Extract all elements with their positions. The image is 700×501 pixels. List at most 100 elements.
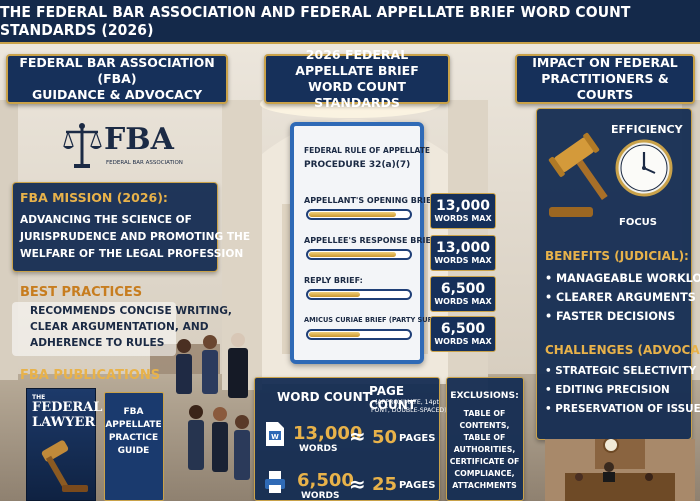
word-count-header: WORD COUNT: [277, 390, 371, 404]
focus-label: FOCUS: [619, 217, 657, 228]
challenge-item-3-text: PRESERVATION OF ISSUES: [555, 403, 700, 415]
row2-pages: 25: [372, 474, 398, 495]
exclusion-line-5: CERTIFICATE OF: [449, 457, 520, 466]
middle-column-header: 2026 FEDERAL APPELLATE BRIEF WORD COUNT …: [264, 47, 450, 110]
word-page-count-panel: WORD COUNT PAGE COUNT (APPROXIMATE, 14pt…: [254, 377, 449, 501]
benefit-item-3-text: FASTER DECISIONS: [556, 310, 676, 323]
left-column-header: FEDERAL BAR ASSOCIATION (FBA) GUIDANCE &…: [6, 54, 228, 104]
fba-logo-subtitle: FEDERAL BAR ASSOCIATION: [106, 160, 183, 166]
document-icon: W: [266, 422, 284, 446]
word-max-unit: WORDS MAX: [434, 296, 492, 306]
row1-pages: 50: [372, 427, 398, 448]
guide-line-1: FBA: [123, 407, 144, 417]
page-count-sub-1: (APPROXIMATE, 14pt: [375, 399, 439, 406]
benefit-item-1: • MANAGEABLE WORKLOAD: [545, 272, 700, 285]
word-max-appellee: 13,000 WORDS MAX: [430, 235, 496, 271]
impact-panel: EFFICIENCY FOCUS BENEFITS (JUDICIAL): • …: [536, 108, 700, 440]
lawyers-illustration: [176, 333, 250, 480]
clock-icon: [615, 139, 673, 197]
right-column-header: IMPACT ON FEDERAL PRACTITIONERS & COURTS: [515, 54, 695, 104]
page-count-header: PAGE COUNT: [369, 384, 416, 412]
brief-label-amicus: AMICUS CURIAE BRIEF (PARTY SUPPORT):: [304, 316, 458, 324]
brief-bar-fill: [309, 332, 360, 337]
fba-mission-panel: FBA MISSION (2026): ADVANCING THE SCIENC…: [12, 182, 250, 272]
challenge-item-2-text: EDITING PRECISION: [555, 384, 670, 396]
best-practices-line-3: ADHERENCE TO RULES: [30, 337, 165, 349]
magazine-title-the: THE: [32, 394, 46, 401]
row2-approx: ≈: [349, 472, 366, 496]
word-max-unit: WORDS MAX: [434, 213, 492, 223]
middle-header-line2: WORD COUNT STANDARDS: [308, 79, 406, 110]
word-max-num: 13,000: [435, 239, 491, 256]
brief-label-appellant: APPELLANT'S OPENING BRIEF:: [304, 196, 440, 205]
benefit-item-1-text: MANAGEABLE WORKLOAD: [556, 272, 700, 285]
mission-line-2: JURISPRUDENCE AND PROMOTING THE: [20, 231, 251, 243]
benefit-item-3: • FASTER DECISIONS: [545, 310, 676, 323]
fba-logo: FBA FEDERAL BAR ASSOCIATION: [62, 118, 183, 174]
brief-bar-fill: [309, 292, 360, 297]
right-header-line2: PRACTITIONERS & COURTS: [541, 71, 669, 102]
row2-words: 6,500: [297, 470, 354, 491]
benefit-item-2-text: CLEARER ARGUMENTS: [556, 291, 696, 304]
word-max-num: 6,500: [440, 320, 486, 337]
exclusion-line-3: TABLE OF: [463, 433, 506, 442]
left-header-line2: GUIDANCE & ADVOCACY: [31, 87, 203, 102]
brief-label-reply: REPLY BRIEF:: [304, 276, 363, 285]
guide-line-3: PRACTICE: [108, 433, 159, 443]
publications-title: FBA PUBLICATIONS: [20, 368, 161, 383]
federal-lawyer-magazine: THE FEDERAL LAWYER: [26, 388, 102, 501]
guide-line-4: GUIDE: [117, 446, 150, 456]
best-practices-panel: RECOMMENDS CONCISE WRITING, CLEAR ARGUME…: [12, 302, 232, 356]
exclusion-line-2: CONTENTS,: [459, 421, 510, 430]
challenge-item-3: • PRESERVATION OF ISSUES: [545, 403, 700, 415]
brief-bar-fill: [309, 212, 396, 217]
title-bar: THE FEDERAL BAR ASSOCIATION AND FEDERAL …: [0, 0, 700, 44]
courtroom-illustration: [545, 439, 695, 501]
challenge-item-1: • STRATEGIC SELECTIVITY: [545, 365, 697, 377]
gavel-icon: [41, 440, 88, 492]
best-practices-line-2: CLEAR ARGUMENTATION, AND: [30, 321, 209, 333]
best-practices-line-1: RECOMMENDS CONCISE WRITING,: [30, 305, 232, 317]
challenge-item-2: • EDITING PRECISION: [545, 384, 670, 396]
best-practices-title: BEST PRACTICES: [20, 285, 143, 300]
row2-pages-unit: PAGES: [399, 480, 436, 491]
brief-bar-appellant: [306, 209, 412, 220]
word-max-unit: WORDS MAX: [434, 336, 492, 346]
benefit-item-2: • CLEARER ARGUMENTS: [545, 291, 696, 304]
fba-logo-text: FBA: [104, 122, 174, 157]
brief-bar-amicus: [306, 329, 412, 340]
scales-of-justice-icon: [63, 123, 102, 168]
benefits-title: BENEFITS (JUDICIAL):: [545, 249, 689, 263]
word-max-amicus: 6,500 WORDS MAX: [430, 316, 496, 352]
page-title: THE FEDERAL BAR ASSOCIATION AND FEDERAL …: [0, 3, 631, 39]
mission-title: FBA MISSION (2026):: [20, 190, 168, 205]
row1-words: 13,000: [293, 423, 363, 444]
exclusions-panel: EXCLUSIONS: TABLE OF CONTENTS, TABLE OF …: [446, 377, 524, 501]
row1-words-unit: WORDS: [299, 444, 338, 454]
exclusions-title: EXCLUSIONS:: [450, 390, 519, 401]
magazine-title-lawyer: LAWYER: [32, 415, 96, 430]
magazine-title-federal: FEDERAL: [32, 400, 103, 415]
brief-bar-fill: [309, 252, 396, 257]
gavel-icon: [548, 132, 608, 217]
row1-pages-unit: PAGES: [399, 433, 436, 444]
exclusion-line-7: ATTACHMENTS: [452, 481, 517, 490]
brief-label-appellee: APPELLEE'S RESPONSE BRIEF:: [304, 236, 440, 245]
word-max-unit: WORDS MAX: [434, 255, 492, 265]
page-count-sub-2: FONT, DOUBLE-SPACED):: [371, 407, 449, 414]
word-max-num: 6,500: [440, 280, 486, 297]
appellate-practice-guide: FBA APPELLATE PRACTICE GUIDE: [104, 392, 164, 501]
middle-header-line1: 2026 FEDERAL APPELLATE BRIEF: [295, 47, 419, 78]
challenges-title: CHALLENGES (ADVOCACY):: [545, 343, 700, 357]
rule-line-1: FEDERAL RULE OF APPELLATE: [304, 146, 430, 155]
exclusion-line-6: COMPLIANCE,: [454, 469, 515, 478]
exclusion-line-4: AUTHORITIES,: [453, 445, 516, 454]
left-header-line1: FEDERAL BAR ASSOCIATION (FBA): [19, 55, 215, 86]
row2-words-unit: WORDS: [301, 491, 340, 501]
challenge-item-1-text: STRATEGIC SELECTIVITY: [555, 365, 697, 377]
rule-line-2: PROCEDURE 32(a)(7): [304, 160, 411, 170]
right-header-line1: IMPACT ON FEDERAL: [532, 55, 678, 70]
word-max-num: 13,000: [435, 197, 491, 214]
guide-line-2: APPELLATE: [105, 420, 162, 430]
rule-document: FEDERAL RULE OF APPELLATE PROCEDURE 32(a…: [290, 122, 458, 364]
